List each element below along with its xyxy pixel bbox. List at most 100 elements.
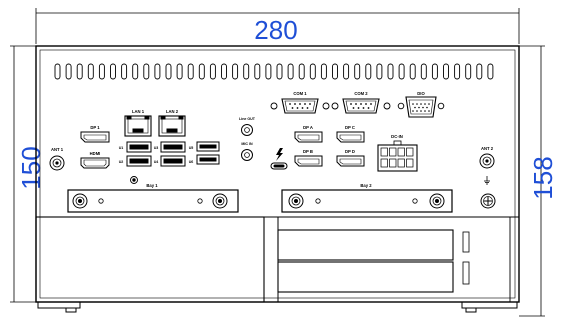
dio-port xyxy=(397,96,445,118)
vent-slot xyxy=(243,63,250,80)
ventilation-slots xyxy=(54,63,494,80)
usb-u1-label: U1 xyxy=(119,146,124,150)
vent-slot xyxy=(187,63,194,80)
vent-slot xyxy=(298,63,305,80)
vent-slot xyxy=(487,63,494,80)
vent-slot xyxy=(387,63,394,80)
usb-u4-label: U4 xyxy=(154,160,159,164)
dp-d-port xyxy=(336,155,365,167)
vent-slot xyxy=(320,63,327,80)
vent-slot xyxy=(143,63,150,80)
vent-slot xyxy=(265,63,272,80)
vent-slot xyxy=(54,63,61,80)
com2-port xyxy=(331,98,391,114)
usb-u6-label: U6 xyxy=(189,160,194,164)
vent-slot xyxy=(431,63,438,80)
ant1-label: ANT 1 xyxy=(51,147,64,152)
vent-slot xyxy=(154,63,161,80)
dp-c-port xyxy=(336,131,365,143)
usb-c-port xyxy=(270,162,288,170)
ground-icon xyxy=(484,176,490,185)
dp-a-label: DP A xyxy=(303,125,313,130)
usb-u5-label: U5 xyxy=(189,146,194,150)
mic-in-label: MIC IN xyxy=(241,142,253,146)
dp1-port xyxy=(80,131,110,143)
vent-slot xyxy=(176,63,183,80)
vent-slot xyxy=(409,63,416,80)
vent-slot xyxy=(221,63,227,80)
vent-slot xyxy=(476,63,483,80)
vent-slot xyxy=(420,63,427,80)
height-left-dimension xyxy=(10,45,36,303)
usb-stack-2 xyxy=(160,141,186,167)
com1-port xyxy=(270,98,330,114)
dp-b-port xyxy=(294,155,323,167)
vent-slot xyxy=(332,63,338,80)
vent-slot xyxy=(132,63,139,80)
lan2-port xyxy=(158,115,186,137)
bay1-label: Bay 1 xyxy=(146,183,158,188)
thunderbolt-icon xyxy=(276,148,283,161)
bay1-tray xyxy=(67,189,239,213)
bay2-label: Bay 2 xyxy=(360,183,372,188)
bay2-tray xyxy=(281,189,453,213)
vent-slot xyxy=(398,63,405,80)
dp-c-label: DP C xyxy=(345,125,355,130)
height-total-label: 158 xyxy=(528,156,558,199)
com1-label: COM 1 xyxy=(293,91,307,96)
dp-b-label: DP B xyxy=(303,149,313,154)
expansion-slot-1 xyxy=(277,229,470,261)
dio-label: DIO xyxy=(417,91,425,96)
ant1-connector xyxy=(49,155,65,171)
usb-u2-label: U2 xyxy=(119,160,124,164)
usb-u3-label: U3 xyxy=(154,146,159,150)
dc-in-connector xyxy=(377,140,418,172)
height-right-dimension xyxy=(519,45,545,317)
vent-slot xyxy=(454,63,461,80)
dc-in-label: DC-IN xyxy=(391,134,403,139)
vent-slot xyxy=(198,63,205,80)
vent-slot xyxy=(465,63,472,80)
lan1-label: LAN 1 xyxy=(132,109,145,114)
vent-slot xyxy=(287,63,294,80)
vent-slot xyxy=(165,63,172,80)
usb-stack-1 xyxy=(126,141,152,167)
dp1-label: DP 1 xyxy=(90,125,100,130)
vent-slot xyxy=(87,63,94,80)
vent-slot xyxy=(209,63,216,80)
vent-slot xyxy=(376,63,383,80)
com2-label: COM 2 xyxy=(354,91,368,96)
vent-slot xyxy=(232,63,239,80)
vent-slot xyxy=(254,63,261,80)
lan1-port xyxy=(124,115,152,137)
vent-slot xyxy=(110,63,116,80)
lan2-label: LAN 2 xyxy=(166,109,179,114)
vent-slot xyxy=(309,63,316,80)
dp-d-label: DP D xyxy=(345,149,355,154)
line-out-label: Line OUT xyxy=(239,117,256,121)
panel-screw xyxy=(130,176,138,184)
vent-slot xyxy=(76,63,83,80)
usb-stack-3 xyxy=(196,141,220,165)
ground-screw xyxy=(480,193,496,209)
width-dimension-label: 280 xyxy=(254,15,297,45)
height-front-label: 150 xyxy=(16,146,46,189)
mounting-foot-left xyxy=(37,301,81,313)
vent-slot xyxy=(443,63,449,80)
ant2-label: ANT 2 xyxy=(481,146,494,151)
width-dimension xyxy=(35,8,520,44)
ant2-connector xyxy=(479,153,495,169)
line-out-jack xyxy=(241,124,253,136)
dp-a-port xyxy=(294,131,323,143)
vent-slot xyxy=(276,63,283,80)
mic-in-jack xyxy=(241,149,253,161)
vent-slot xyxy=(121,63,128,80)
vent-slot xyxy=(65,63,72,80)
vent-slot xyxy=(354,63,361,80)
hdmi-label: HDMI xyxy=(90,151,101,156)
mounting-foot-right xyxy=(461,301,518,313)
vent-slot xyxy=(365,63,372,80)
hdmi-port xyxy=(80,157,110,169)
vent-slot xyxy=(98,63,105,80)
